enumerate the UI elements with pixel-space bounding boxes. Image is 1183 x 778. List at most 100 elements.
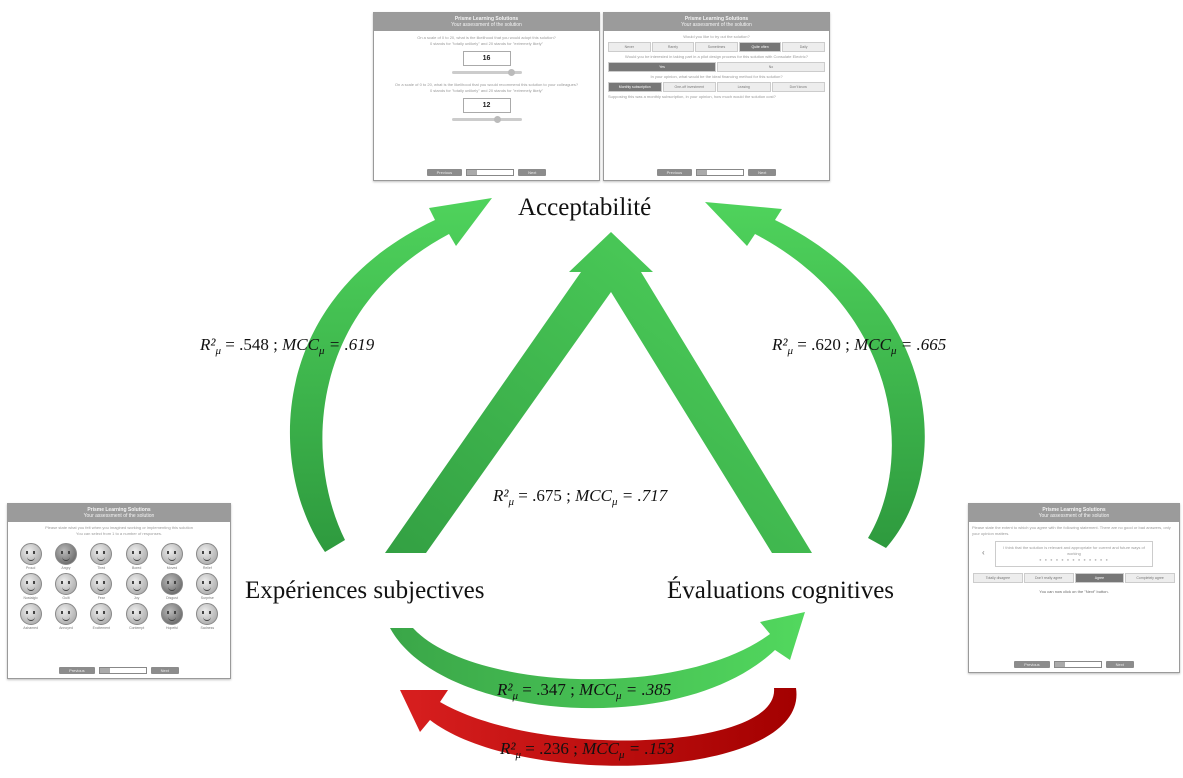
price-question: Supposing this was a monthly subscriptio…	[608, 94, 776, 99]
slider1-hint: 0 stands for "totally unlikely" and 20 s…	[429, 41, 544, 46]
screen-header: Prisme Learning Solutions Your assessmen…	[374, 13, 599, 31]
emotion-option[interactable]: Guilt	[49, 573, 82, 600]
emotion-option[interactable]: Relief	[191, 543, 224, 570]
screen-brand: Prisme Learning Solutions	[87, 507, 151, 513]
cost-option[interactable]: Monthly subscription	[608, 82, 662, 92]
emotion-option[interactable]: Hopeful	[155, 603, 188, 630]
freq-option[interactable]: Daily	[782, 42, 825, 52]
slider1-track[interactable]	[451, 69, 522, 76]
screenshot-emotions: Prisme Learning Solutions Your assessmen…	[7, 503, 231, 679]
emotion-option[interactable]: Angry	[49, 543, 82, 570]
next-button[interactable]: Next	[748, 169, 777, 176]
slider1-value[interactable]: 16	[462, 51, 511, 66]
emotion-option[interactable]: Ashamed	[14, 603, 47, 630]
both-to-accept-arrow	[385, 232, 812, 553]
r2-value: .675	[532, 486, 562, 505]
emotion-option[interactable]: Contempt	[120, 603, 153, 630]
emotion-label: Nostalgic	[23, 596, 38, 600]
slider1-question: On a scale of 0 to 20, what is the likel…	[417, 35, 556, 40]
emotion-option[interactable]: Annoyed	[49, 603, 82, 630]
agree-option[interactable]: Totally disagree	[973, 573, 1023, 583]
slider2-question: On a scale of 0 to 20, what is the likel…	[394, 82, 579, 87]
agree-intro: Please state the extent to which you agr…	[972, 525, 1171, 536]
screenshot-acceptability-sliders: Prisme Learning Solutions Your assessmen…	[373, 12, 600, 181]
subj-to-accept-arrow	[289, 198, 492, 552]
emotion-option[interactable]: Proud	[14, 543, 47, 570]
mcc-value: .665	[916, 335, 947, 354]
previous-button[interactable]: Previous	[1014, 661, 1050, 668]
previous-button[interactable]: Previous	[426, 169, 463, 176]
emotion-label: Annoyed	[59, 626, 73, 630]
emotion-option[interactable]: Excitement	[85, 603, 118, 630]
mcc-value: .717	[637, 486, 668, 505]
emoji-face-icon	[90, 573, 113, 595]
screen-footer: Previous Next	[8, 667, 230, 674]
screen-subtitle: Your assessment of the solution	[1038, 513, 1110, 519]
emotion-option[interactable]: Tired	[85, 543, 118, 570]
freq-option[interactable]: Rarely	[651, 42, 695, 52]
node-acceptability: Acceptabilité	[518, 194, 652, 221]
node-cognitive-evaluations: Évaluations cognitives	[667, 577, 895, 604]
emotion-option[interactable]: Moved	[155, 543, 188, 570]
screen-subtitle: Your assessment of the solution	[83, 513, 155, 519]
emotion-label: Joy	[133, 596, 140, 600]
emotion-label: Fear	[97, 596, 105, 600]
agree-option[interactable]: Agree	[1074, 573, 1125, 583]
node-subjective-experiences: Expériences subjectives	[245, 577, 485, 604]
emotion-option[interactable]: Fear	[85, 573, 118, 600]
emoji-face-icon	[54, 573, 77, 595]
emotion-option[interactable]: Nostalgic	[14, 573, 47, 600]
cost-question: In your opinion, what would be the ideal…	[650, 74, 783, 79]
freq-option[interactable]: Never	[608, 42, 651, 52]
cost-option[interactable]: Leasing	[717, 82, 771, 92]
chevron-left-icon[interactable]: ‹	[982, 548, 985, 557]
emotion-option[interactable]: Surprise	[191, 573, 224, 600]
emotion-option[interactable]: Joy	[120, 573, 153, 600]
cost-option[interactable]: Don't know	[771, 82, 825, 92]
r2-value: .347	[536, 680, 566, 699]
emoji-face-icon	[125, 573, 148, 595]
emotion-label: Bored	[131, 566, 142, 570]
cost-option[interactable]: One-off investment	[662, 82, 716, 92]
slider2-value[interactable]: 12	[462, 98, 511, 113]
slider2-hint: 0 stands for "totally unlikely" and 20 s…	[429, 88, 544, 93]
previous-button[interactable]: Previous	[656, 169, 693, 176]
next-button[interactable]: Next	[1105, 661, 1134, 668]
yn-option[interactable]: No	[717, 62, 825, 72]
yn-option[interactable]: Yes	[608, 62, 716, 72]
emoji-face-icon	[54, 543, 77, 565]
freq-option[interactable]: Sometimes	[695, 42, 738, 52]
stat-subj-to-accept: R²μ = .548 ; MCCμ = .619	[200, 335, 375, 357]
emotion-option[interactable]: Disgust	[155, 573, 188, 600]
emotion-label: Sadness	[200, 626, 215, 630]
previous-button[interactable]: Previous	[59, 667, 95, 674]
emotion-option[interactable]: Bored	[120, 543, 153, 570]
emotion-label: Surprise	[200, 596, 214, 600]
progress-bar	[466, 169, 515, 176]
emotion-option[interactable]: Sadness	[191, 603, 224, 630]
emotion-label: Ashamed	[23, 626, 39, 630]
yn-question: Would you be interested in taking part i…	[625, 54, 808, 59]
freq-option[interactable]: Quite often	[738, 42, 782, 52]
emotion-label: Contempt	[129, 626, 145, 630]
r2-value: .620	[811, 335, 841, 354]
emoji-face-icon	[196, 543, 219, 565]
screen-brand: Prisme Learning Solutions	[1042, 507, 1106, 513]
progress-bar	[1053, 661, 1102, 668]
agree-option[interactable]: Don't really agree	[1023, 573, 1074, 583]
next-button[interactable]: Next	[518, 169, 547, 176]
slider2-track[interactable]	[451, 116, 522, 123]
agree-option[interactable]: Completely agree	[1125, 573, 1175, 583]
cog-to-subj-arrow	[400, 688, 797, 766]
emoji-face-icon	[196, 603, 219, 625]
screen-header: Prisme Learning Solutions Your assessmen…	[969, 504, 1179, 522]
next-button[interactable]: Next	[150, 667, 179, 674]
cog-to-accept-arrow	[705, 202, 925, 548]
screen-footer: Previous Next	[604, 169, 829, 176]
screen-brand: Prisme Learning Solutions	[684, 16, 749, 22]
